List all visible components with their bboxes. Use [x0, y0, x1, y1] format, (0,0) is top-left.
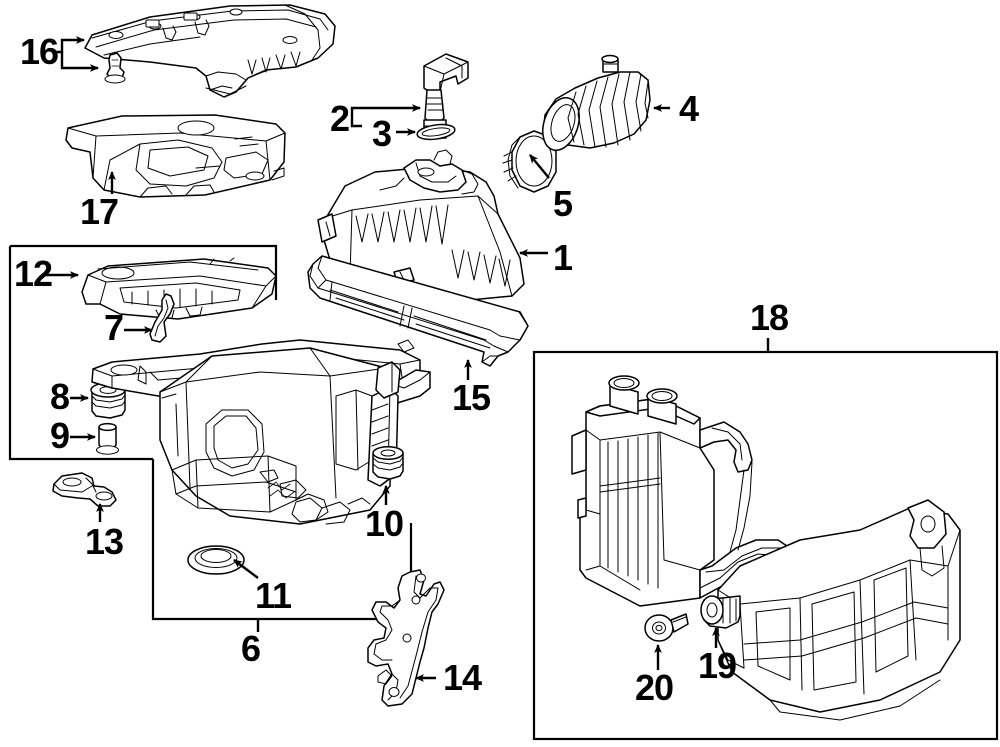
callout-label-17: 17	[80, 191, 119, 232]
callout-label-12: 12	[14, 253, 53, 294]
callout-label-6: 6	[241, 628, 261, 669]
callout-label-3: 3	[372, 113, 392, 154]
part-air-cleaner-housing-body	[91, 339, 431, 525]
part-engine-cover-trim	[84, 4, 336, 98]
group-box-18-outline	[532, 350, 999, 741]
part-mounting-bracket	[367, 569, 445, 707]
callout-label-18: 18	[750, 297, 789, 338]
callout-label-5: 5	[553, 183, 573, 224]
callout-label-19: 19	[698, 645, 737, 686]
callout-label-4: 4	[679, 88, 699, 129]
callout-label-13: 13	[85, 521, 124, 562]
callout-leaders	[42, 36, 770, 682]
callout-label-11: 11	[255, 575, 292, 616]
part-engine-cover-panel	[65, 114, 286, 198]
callout-label-14: 14	[443, 657, 482, 698]
callout-label-7: 7	[104, 307, 124, 348]
part-collar-9	[96, 422, 119, 455]
callout-label-8: 8	[50, 376, 70, 417]
callout-label-10: 10	[365, 503, 404, 544]
callout-label-1: 1	[553, 237, 573, 278]
callout-label-15: 15	[452, 377, 491, 418]
part-housing-clip	[149, 293, 175, 343]
part-cover-clip	[104, 52, 126, 84]
callout-label-9: 9	[50, 415, 70, 456]
part-mount-stud-20	[644, 613, 689, 642]
part-air-intake-hose	[542, 54, 651, 151]
part-sensor-o-ring	[416, 123, 456, 141]
part-upper-housing	[81, 257, 277, 320]
callout-label-16: 16	[20, 31, 59, 72]
part-grommet-19	[700, 595, 741, 629]
part-resonator-box	[571, 375, 961, 721]
callout-label-2: 2	[330, 98, 350, 139]
part-seal-ring-11	[187, 545, 245, 575]
group-box-6-outline	[151, 459, 413, 621]
part-grommet-10	[372, 446, 404, 480]
part-air-filter-element	[307, 255, 529, 367]
group-box-12-outline	[8, 244, 278, 461]
part-clamp-bracket	[52, 472, 117, 507]
callout-label-20: 20	[635, 667, 674, 708]
